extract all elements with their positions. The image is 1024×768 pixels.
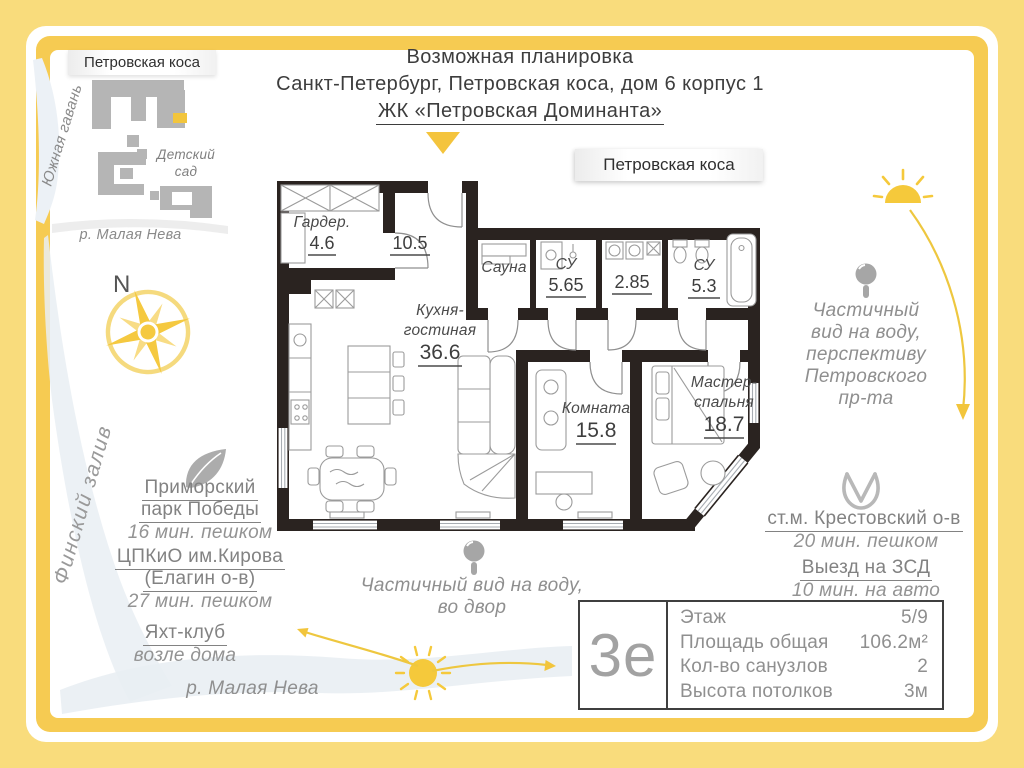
unit-type: 3е [580, 602, 668, 708]
info-row-floor: Этаж 5/9 [680, 606, 928, 631]
sun-top-right-icon [872, 168, 934, 203]
view-right-line4: Петровского [804, 366, 928, 387]
park1-time: 16 мин. пешком [127, 522, 273, 543]
view-right-line2: вид на воду, [810, 322, 922, 343]
park2-time: 27 мин. пешком [127, 591, 273, 612]
minimap-river-label: р. Малая Нева [79, 227, 182, 243]
yacht-line1-text: Яхт-клуб [142, 622, 228, 647]
entry-arrow-icon [426, 132, 460, 154]
info-row-ceiling-label: Высота потолков [680, 680, 833, 702]
title-line3-text: ЖК «Петровская Доминанта» [375, 100, 665, 126]
water-band-left [43, 235, 173, 702]
room-area-bedroom: 15.8 [576, 419, 617, 442]
room-area-wc1: 5.65 [548, 275, 583, 295]
arrow-right-curve [909, 209, 966, 411]
view-right-line5: пр-та [838, 388, 894, 409]
arrow-bottom-right-curve [431, 661, 548, 673]
plan-room-labels: Гардер. 4.6 10.5 Сауна СУ 5.65 2.85 СУ 5… [294, 214, 757, 445]
minimap-building-highlight [173, 113, 187, 123]
park2-line1: ЦПКиО им.Кирова [110, 546, 290, 571]
minimap-kindergarten-label: Детский сад [156, 147, 216, 179]
metro-station-label: ст.м. Крестовский о-в [758, 508, 970, 533]
room-area-wc3: 5.3 [691, 276, 716, 296]
unit-info-rows: Этаж 5/9 Площадь общая 106.2м² Кол-во са… [668, 602, 942, 708]
title-line1: Возможная планировка [406, 46, 634, 68]
metro-time: 20 мин. пешком [793, 531, 939, 552]
minimap-building-notch [172, 192, 192, 205]
info-row-bathrooms: Кол-во санузлов 2 [680, 655, 928, 680]
view-bottom-line2: во двор [437, 597, 507, 618]
water-band-minimap [33, 58, 60, 224]
arrow-bottom-left-curve [304, 630, 419, 668]
minimap-street-label: Петровская коса [68, 50, 216, 75]
info-row-ceiling-value: 3м [903, 680, 928, 702]
yacht-line2: возле дома [133, 645, 237, 666]
info-row-area: Площадь общая 106.2м² [680, 631, 928, 656]
room-label-master-2: спальня [694, 394, 754, 411]
zsd-label: Выезд на ЗСД [766, 557, 966, 582]
leaf-icon [185, 449, 226, 488]
metro-icon [842, 472, 880, 510]
room-label-sauna: Сауна [481, 259, 527, 276]
room-area-hall: 10.5 [392, 233, 427, 253]
street-band: Петровская коса [575, 149, 763, 181]
room-area-wardrobe: 4.6 [309, 233, 334, 253]
info-row-area-label: Площадь общая [680, 631, 829, 653]
river-bottom-label: р. Малая Нева [186, 678, 319, 699]
info-row-floor-value: 5/9 [900, 607, 928, 628]
info-row-bathrooms-label: Кол-во санузлов [680, 656, 828, 677]
info-row-area-value: 106.2м² [859, 631, 928, 653]
plan-doors [394, 192, 741, 395]
arrow-bottom-left-head-icon [292, 624, 309, 638]
view-right-line1: Частичный [812, 300, 920, 321]
room-label-master-1: Мастер- [691, 374, 757, 391]
street-band-text: Петровская коса [603, 155, 735, 174]
park1-line1-text: Приморский [142, 477, 258, 502]
metro-station-text: ст.м. Крестовский о-в [765, 508, 963, 533]
compass-icon: N [105, 271, 191, 375]
zsd-time: 10 мин. на авто [791, 580, 941, 601]
arrow-right-head-icon [956, 404, 970, 420]
sun-bottom-icon [394, 645, 452, 701]
arrow-bottom-right-head-icon [544, 660, 556, 671]
zsd-text: Выезд на ЗСД [799, 557, 933, 582]
room-label-bedroom: Комната [562, 400, 630, 417]
room-label-kitchen-2: гостиная [404, 322, 476, 339]
info-row-floor-label: Этаж [680, 607, 727, 628]
room-label-kitchen-1: Кухня- [416, 302, 464, 319]
plan-windows [276, 383, 761, 532]
park1-line2: парк Победы [120, 499, 280, 524]
room-label-wardrobe: Гардер. [294, 214, 351, 231]
floor-plan-drawing: Гардер. 4.6 10.5 Сауна СУ 5.65 2.85 СУ 5… [276, 132, 761, 532]
yacht-line1: Яхт-клуб [105, 622, 265, 647]
room-area-master: 18.7 [704, 413, 745, 436]
plan-furniture [280, 184, 757, 519]
room-area-wc2: 2.85 [614, 272, 649, 292]
room-label-wc3: СУ [694, 257, 717, 274]
park2-line2-text: (Елагин о-в) [142, 568, 258, 593]
title-line2: Санкт-Петербург, Петровская коса, дом 6 … [276, 73, 764, 95]
view-right-line3: перспективу [806, 344, 926, 365]
map-pin-right-icon [855, 263, 877, 298]
park1-line1: Приморский [120, 477, 280, 502]
info-row-ceiling: Высота потолков 3м [680, 680, 928, 705]
compass-n-label: N [113, 271, 130, 298]
title-line3: ЖК «Петровская Доминанта» [230, 100, 810, 126]
view-arrows [292, 209, 970, 673]
info-row-bathrooms-value: 2 [917, 656, 928, 677]
room-area-kitchen: 36.6 [420, 341, 461, 364]
park1-line2-text: парк Победы [138, 499, 262, 524]
water-band-bottom [60, 646, 572, 714]
minimap-street-text: Петровская коса [84, 54, 200, 71]
park2-line1-text: ЦПКиО им.Кирова [114, 546, 286, 571]
unit-info-card: 3е Этаж 5/9 Площадь общая 106.2м² Кол-во… [578, 600, 944, 710]
view-bottom-line1: Частичный вид на воду, [360, 575, 584, 596]
map-pin-bottom-icon [463, 540, 485, 575]
minimap-river-streak [52, 218, 228, 234]
room-label-wc1: СУ [556, 256, 579, 273]
park2-line2: (Елагин о-в) [120, 568, 280, 593]
